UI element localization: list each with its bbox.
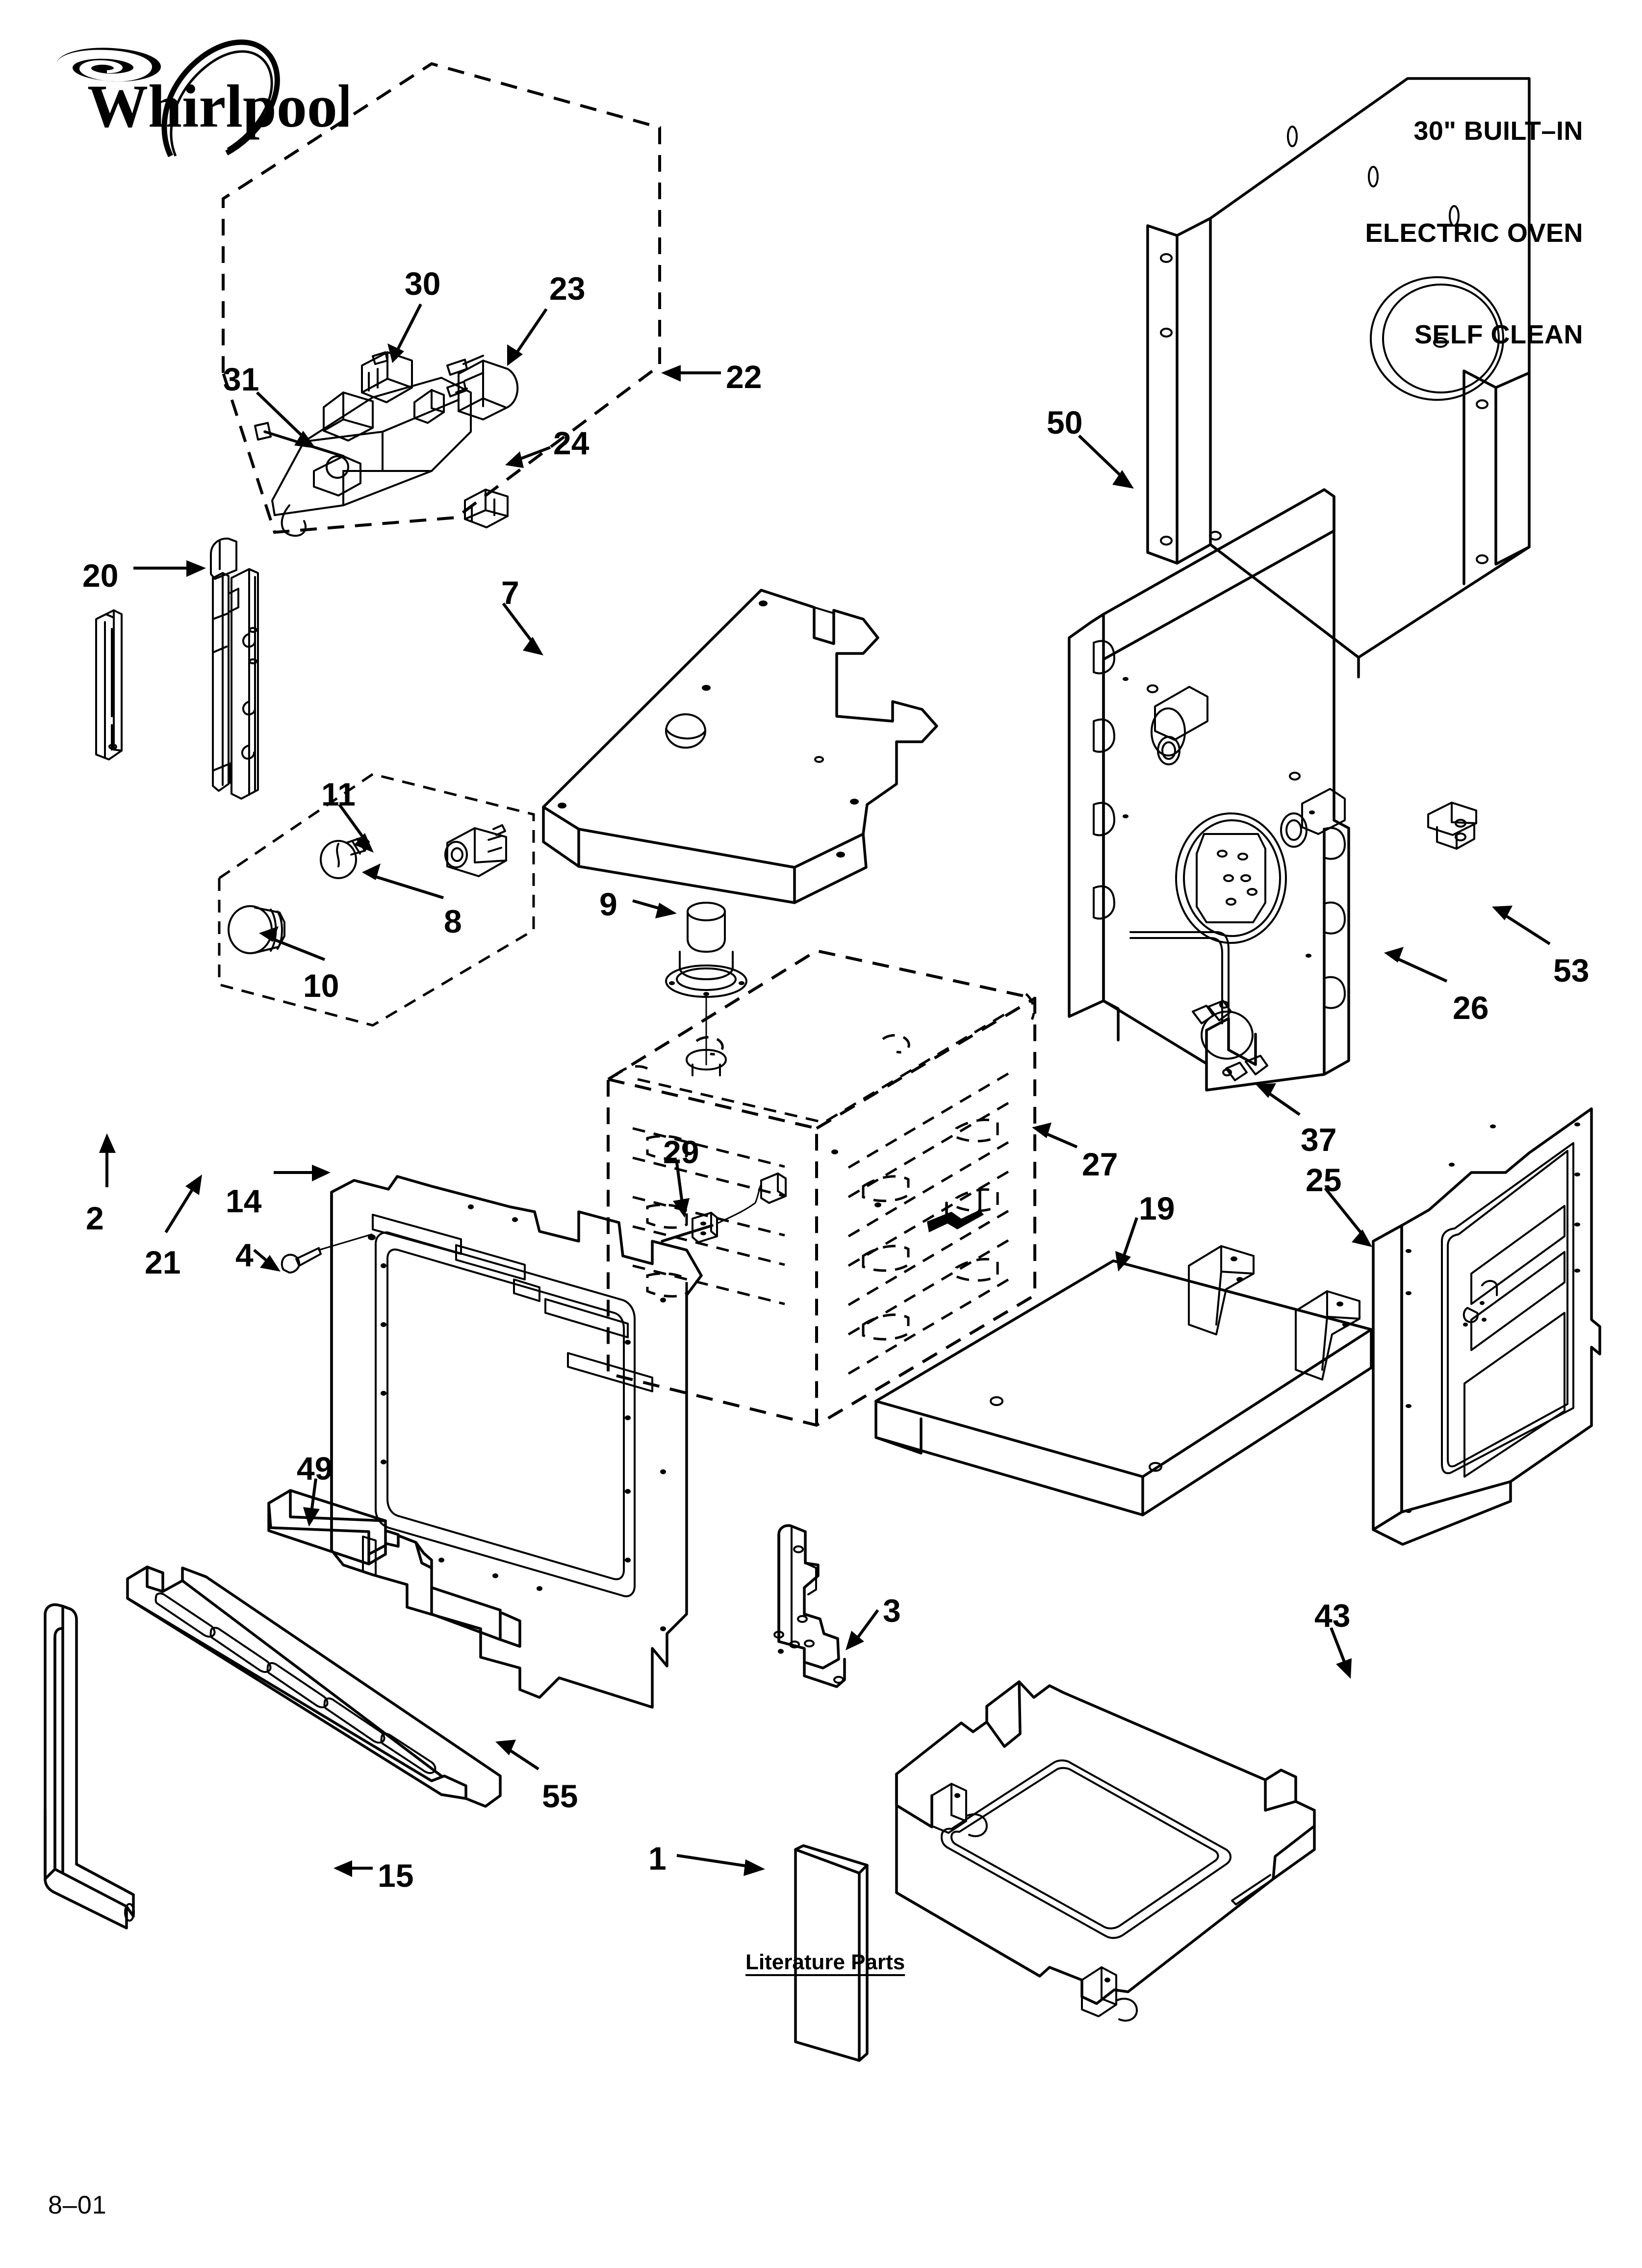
callout-number-8[interactable]: 8 (444, 903, 462, 939)
callout-number-9[interactable]: 9 (599, 886, 617, 922)
part-24-terminal-block (464, 489, 509, 528)
callout-number-22[interactable]: 22 (726, 359, 762, 395)
part-43-base-pan (895, 1680, 1316, 2022)
part-3-hinge-bracket (773, 1524, 846, 1688)
callout-number-27[interactable]: 27 (1082, 1146, 1118, 1182)
group-boundary-11 (218, 773, 535, 1027)
callout-number-19[interactable]: 19 (1139, 1190, 1175, 1226)
callout-number-29[interactable]: 29 (663, 1134, 699, 1170)
callout-number-14[interactable]: 14 (226, 1183, 262, 1219)
callout-number-1[interactable]: 1 (648, 1840, 667, 1877)
part-7-top-panel (542, 589, 938, 904)
callout-number-10[interactable]: 10 (303, 967, 339, 1004)
callout-number-24[interactable]: 24 (553, 425, 590, 461)
part-29-oven-sensor (661, 1173, 787, 1243)
page-title: 30" BUILT–IN ELECTRIC OVEN SELF CLEAN (1365, 47, 1583, 419)
whirlpool-logo: Whirlpool (44, 29, 354, 157)
part-14-front-frame (330, 1175, 703, 1709)
callout-number-53[interactable]: 53 (1553, 952, 1590, 989)
part-21-side-rail-trim (212, 568, 259, 800)
callout-number-11[interactable]: 11 (321, 776, 356, 812)
callout-number-15[interactable]: 15 (378, 1857, 414, 1894)
part-27-oven-cavity (607, 949, 1036, 1427)
part-55-vent-trim-strip (126, 1565, 502, 1808)
group-caption-literature-parts: Literature Parts (745, 1950, 905, 1974)
part-8-light-bulb (320, 836, 370, 879)
part-23-thermostat-control (446, 355, 519, 420)
part-25-side-access-panel (1372, 1107, 1601, 1546)
part-15-door-gasket (44, 1603, 135, 1929)
callout-leaders (99, 303, 1551, 1877)
part-49-support-rail (267, 1489, 521, 1648)
callout-number-43[interactable]: 43 (1314, 1597, 1351, 1634)
callout-number-7[interactable]: 7 (501, 574, 519, 611)
callout-number-26[interactable]: 26 (1453, 990, 1489, 1026)
part-37-thermal-limiter (1192, 1000, 1268, 1081)
part-30-relay-switch (361, 351, 413, 403)
part-4-screw (281, 1233, 373, 1274)
callout-number-50[interactable]: 50 (1047, 404, 1083, 441)
part-2-side-trim-channel (95, 609, 123, 760)
part-19-bottom-shelf (874, 1245, 1373, 1516)
callout-number-25[interactable]: 25 (1306, 1162, 1342, 1198)
callout-number-30[interactable]: 30 (405, 265, 441, 302)
callout-number-4[interactable]: 4 (235, 1237, 254, 1273)
svg-text:Whirlpool: Whirlpool (87, 73, 348, 140)
light-socket (444, 824, 507, 877)
part-10-light-lens-cover (228, 905, 285, 954)
callout-number-21[interactable]: 21 (145, 1244, 181, 1280)
part-26-inner-back-panel (1068, 488, 1350, 1092)
callout-number-49[interactable]: 49 (297, 1450, 333, 1486)
callout-number-3[interactable]: 3 (883, 1592, 901, 1629)
callout-number-20[interactable]: 20 (82, 557, 119, 594)
callout-number-2[interactable]: 2 (86, 1200, 104, 1236)
title-line-2: ELECTRIC OVEN (1365, 218, 1583, 248)
callout-number-37[interactable]: 37 (1301, 1121, 1337, 1158)
part-20-trim-end-cap (210, 537, 237, 580)
callout-number-23[interactable]: 23 (549, 270, 586, 307)
part-31-control-bracket (254, 377, 472, 537)
callout-number-31[interactable]: 31 (223, 361, 259, 397)
title-line-3: SELF CLEAN (1414, 319, 1583, 349)
part-9-vent-tube (665, 902, 747, 1076)
part-53-wire-clip (1427, 802, 1477, 850)
callout-number-55[interactable]: 55 (542, 1778, 578, 1814)
title-line-1: 30" BUILT–IN (1413, 116, 1583, 146)
page-footer-code: 8–01 (48, 2191, 107, 2219)
